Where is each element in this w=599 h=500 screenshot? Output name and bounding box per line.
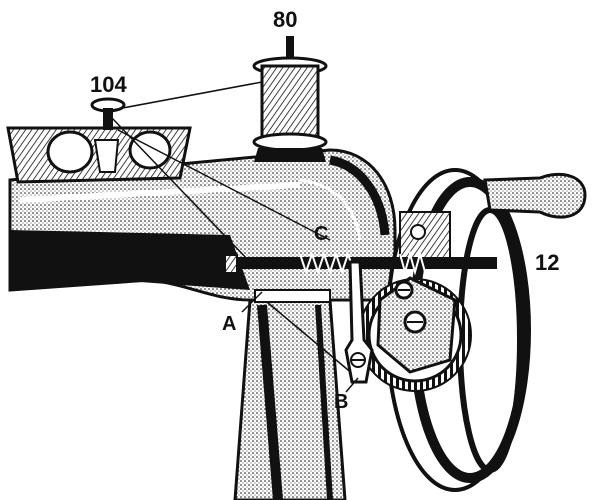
- tension-screw: [90, 97, 126, 130]
- label-point-a: A: [222, 313, 236, 335]
- thread-path: [111, 81, 361, 381]
- label-spool-pin: 80: [273, 7, 297, 32]
- machine-pillar: [233, 298, 347, 500]
- label-point-b: B: [334, 391, 348, 413]
- label-handwheel: 12: [535, 250, 559, 275]
- thread-tray: [6, 126, 192, 184]
- gear-mechanism: [358, 211, 472, 392]
- tension-shaft: [224, 250, 497, 303]
- take-up-lever: [344, 260, 374, 384]
- label-point-c: C: [314, 223, 328, 245]
- thread-spool: [252, 36, 328, 162]
- leader-lines: [241, 291, 359, 393]
- label-tension-screw: 104: [90, 72, 127, 97]
